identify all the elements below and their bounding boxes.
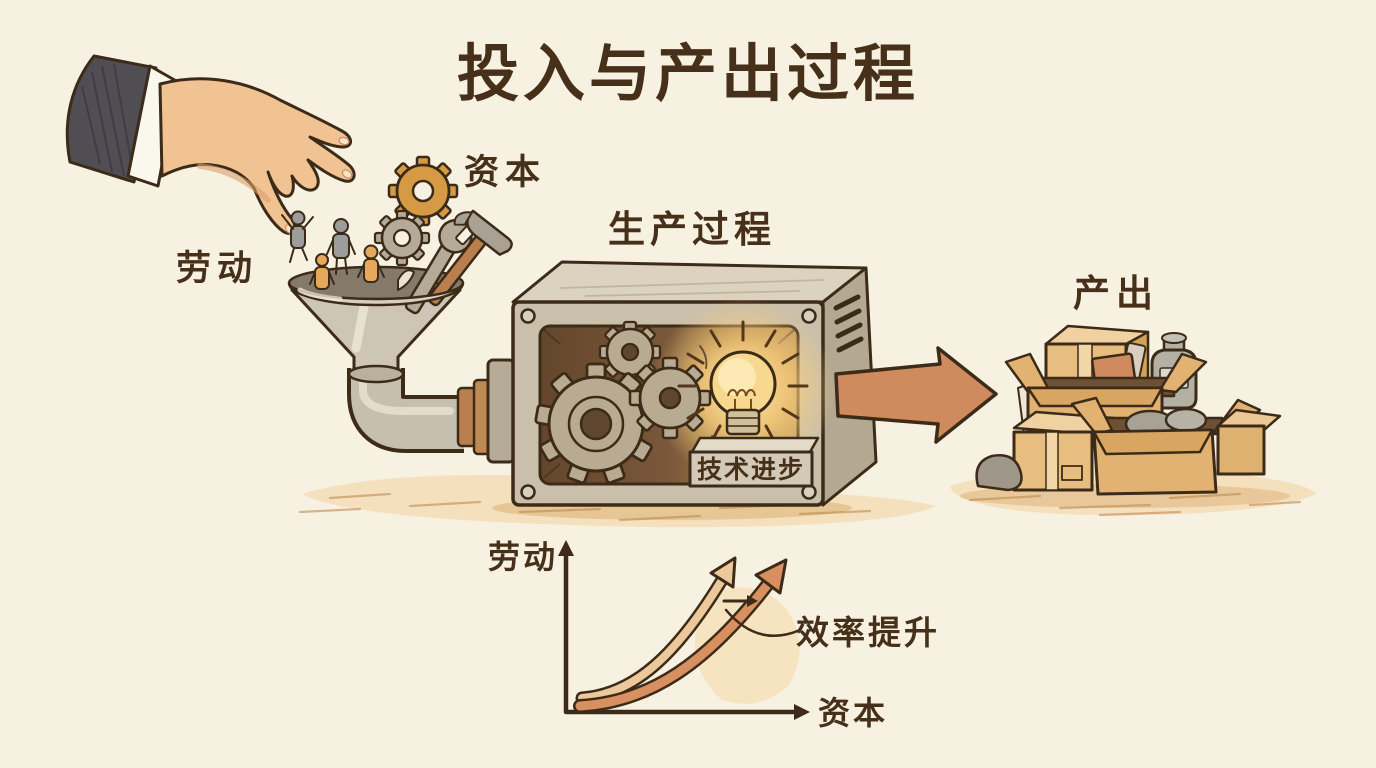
production-machine: 技术进步 (511, 260, 878, 507)
chart-axes (563, 545, 803, 715)
machine-top-face (511, 260, 868, 304)
gear-icon-medium (628, 356, 712, 440)
funnel-pipe (347, 358, 516, 464)
hand (158, 77, 356, 235)
lightbulb-rays (677, 320, 809, 439)
worker-figure-dropped (281, 210, 314, 263)
capital-label: 资本 (464, 153, 546, 193)
cardboard-box-bottom-left (1012, 410, 1116, 492)
gear-icon-capital-orange (387, 155, 459, 227)
cardboard-box-far-right (1216, 408, 1282, 476)
chart-y-axis-label: 劳动 (488, 538, 558, 576)
chart-wash (694, 587, 800, 704)
labor-label: 劳动 (176, 249, 258, 289)
chart-x-axis-label: 资本 (818, 694, 888, 732)
hammer-icon (427, 209, 513, 307)
output-label: 产出 (1073, 272, 1159, 315)
worker-figure-orange-2 (357, 244, 385, 283)
hand-illustration (65, 54, 356, 235)
gear-icon-large (534, 362, 658, 485)
hand-shading (197, 163, 271, 203)
sack-item (975, 454, 1023, 492)
worker-figure-orange-1 (309, 253, 335, 290)
x-axis-arrowhead (794, 704, 810, 720)
efficiency-annotation-arrow (722, 595, 758, 607)
efficiency-annotation-connector (724, 608, 802, 638)
tech-progress-label: 技术进步 (697, 455, 805, 484)
curve-improved (573, 558, 788, 713)
output-arrow (834, 346, 998, 444)
efficiency-label: 效率提升 (796, 613, 940, 652)
page-title: 投入与产出过程 (457, 37, 919, 110)
efficiency-chart: 劳动 资本 效率提升 (488, 538, 940, 732)
y-axis-arrowhead (558, 540, 574, 556)
worker-figure-gray (326, 218, 356, 275)
output-pile (975, 324, 1282, 496)
curve-baseline (575, 556, 737, 705)
lightbulb-icon (709, 350, 777, 436)
vent-slats-icon (833, 294, 864, 353)
production-process-label: 生产过程 (608, 208, 776, 251)
gear-icon-capital-gray (373, 209, 431, 267)
rivets (520, 308, 817, 500)
tech-progress-plaque: 技术进步 (688, 436, 820, 488)
